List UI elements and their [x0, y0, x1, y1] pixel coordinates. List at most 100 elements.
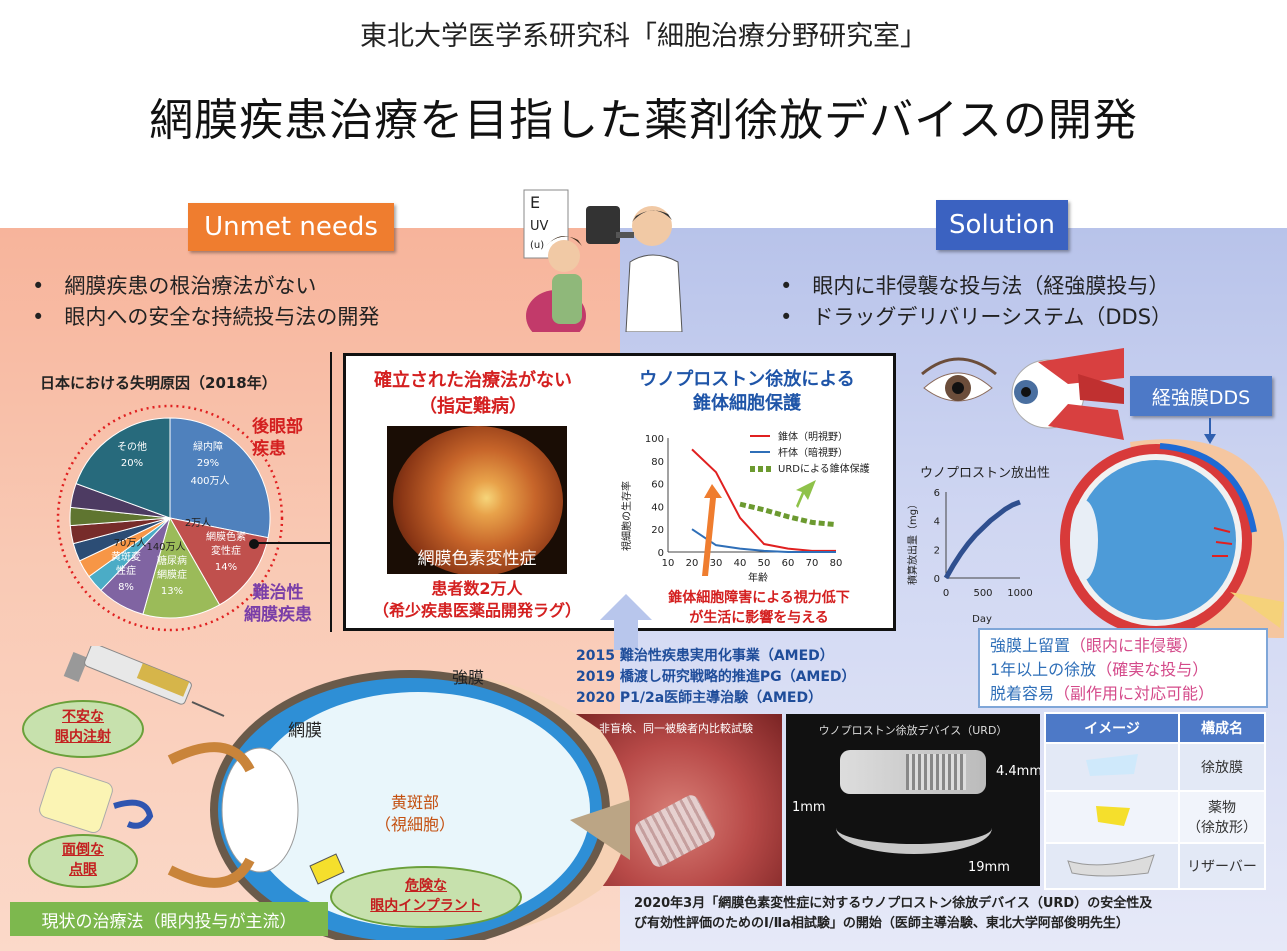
- lab-name: 東北大学医学系研究科「細胞治療分野研究室」: [360, 21, 927, 52]
- cone-x-tick: 80: [830, 558, 843, 569]
- release-x-label: Day: [972, 614, 992, 625]
- milestone-item: 2015 難治性疾患実用化事業（AMED）: [576, 648, 834, 664]
- divider-bracket: [330, 352, 332, 632]
- cone-y-tick: 80: [651, 457, 664, 468]
- pie-slice: [169, 417, 271, 539]
- transscleral-dds-label: 経強膜DDS: [1130, 376, 1272, 416]
- table-cell: 薬物（徐放形）: [1178, 790, 1266, 844]
- svg-text:(u): (u): [530, 240, 544, 251]
- surgery-caption: 非盲検、同一被験者内比較試験: [599, 722, 753, 735]
- pie-slice: [75, 417, 171, 519]
- milestone-item: 2020 P1/2a医師主導治験（AMED）: [576, 690, 823, 706]
- benefit-item: 1年以上の徐放（確実な投与）: [990, 660, 1209, 679]
- cone-x-tick: 10: [662, 558, 675, 569]
- device-thickness: 1mm: [792, 800, 826, 815]
- pie-label-rp-pct: 14%: [215, 562, 237, 573]
- pie-label-glaucoma-count: 400万人: [190, 475, 229, 487]
- legend-rod: 杆体（暗視野）: [778, 446, 848, 459]
- cone-y-tick: 0: [658, 548, 664, 559]
- composition-table: イメージ 構成名 徐放膜 薬物（徐放形） リザーバー: [1044, 712, 1266, 890]
- eye-cross-section-dds: [1060, 439, 1284, 638]
- dds-pointer-arrow: [1204, 418, 1216, 444]
- no-cure-title: 確立された治療法がない （指定難病）: [374, 370, 572, 417]
- cone-y-tick: 60: [651, 480, 664, 491]
- cone-y-tick: 100: [645, 434, 664, 445]
- cone-series-line: [691, 448, 836, 552]
- table-row: 徐放膜: [1044, 742, 1266, 792]
- eye-exam-illustration: E UV (u): [523, 189, 683, 332]
- syringe-illustration: [63, 646, 225, 717]
- release-chart-title: ウノプロストン放出性: [920, 466, 1051, 481]
- reservoir-image: [1067, 854, 1155, 877]
- membrane-image: [1086, 754, 1138, 776]
- release-x-tick: 1000: [1007, 588, 1032, 599]
- release-x-tick: 0: [943, 588, 949, 599]
- pie-label-rp: 網膜色素: [206, 530, 246, 543]
- pie-label-dr: 糖尿病: [157, 554, 187, 567]
- table-row: リザーバー: [1044, 842, 1266, 890]
- bullet-item: • ドラッグデリバリーシステム（DDS）: [780, 305, 1173, 329]
- unmet-needs-bullets: • 網膜疾患の根治療法がない • 眼内への安全な持続投与法の開発: [32, 271, 379, 333]
- cone-y-label: 視細胞の生存率: [620, 481, 633, 551]
- table-header: イメージ: [1044, 712, 1180, 744]
- pie-label-other: その他: [117, 440, 147, 453]
- callout-implant: 危険な 眼内インプラント: [330, 866, 522, 928]
- solution-label: Solution: [936, 200, 1068, 250]
- pie-label-dr-count: 140万人: [146, 541, 185, 553]
- release-y-tick: 4: [934, 517, 940, 528]
- cone-x-tick: 40: [734, 558, 747, 569]
- pie-label-glaucoma: 緑内障: [193, 440, 223, 453]
- device-width: 4.4mm: [996, 764, 1040, 779]
- device-length: 19mm: [968, 860, 1010, 875]
- pie-title: 日本における失明原因（2018年）: [40, 374, 277, 392]
- milestone-arrow: [600, 594, 652, 650]
- eye-muscle-illustration: [921, 348, 1124, 440]
- blindness-cause-pie: 緑内障 29% 400万人 その他 20% 2万人 網膜色素 変性症 14% 1…: [56, 404, 284, 632]
- solution-bullets: • 眼内に非侵襲な投与法（経強膜投与） • ドラッグデリバリーシステム（DDS）: [780, 271, 1172, 333]
- pie-label-amd-count: 70万人: [114, 537, 147, 549]
- pie-label-glaucoma-pct: 29%: [197, 458, 219, 469]
- table-cell: リザーバー: [1178, 842, 1266, 890]
- device-photo: ウノプロストン徐放デバイス（URD） 4.4mm 1mm 19mm: [786, 714, 1040, 886]
- pie-label-dr2: 網膜症: [157, 568, 187, 581]
- sclera-label: 強膜: [452, 668, 485, 687]
- benefits-box: 強膜上留置（眼内に非侵襲） 1年以上の徐放（確実な投与） 脱着容易（副作用に対応…: [978, 628, 1268, 708]
- release-x-tick: 500: [973, 588, 992, 599]
- refractory-disease-label: 難治性 網膜疾患: [244, 583, 312, 625]
- unmet-needs-label: Unmet needs: [188, 203, 394, 251]
- milestones: 2015 難治性疾患実用化事業（AMED） 2019 橋渡し研究戦略的推進PG（…: [576, 646, 856, 709]
- pie-connector-line: [258, 542, 332, 544]
- pie-label-rp2: 変性症: [211, 544, 241, 557]
- trial-note: 2020年3月「網膜色素変性症に対するウノプロストン徐放デバイス（URD）の安全…: [634, 896, 1153, 931]
- callout-injection: 不安な 眼内注射: [22, 700, 144, 758]
- release-y-tick: 6: [934, 488, 940, 499]
- table-row: 薬物（徐放形）: [1044, 790, 1266, 844]
- fundus-image: 網膜色素変性症: [387, 426, 567, 574]
- pie-label-amd: 黄斑変: [111, 550, 141, 563]
- macula-label: 黄斑部 （視細胞）: [374, 793, 455, 834]
- pie-label-rp-count: 2万人: [185, 517, 211, 529]
- device-caption: ウノプロストン徐放デバイス（URD）: [818, 724, 1008, 737]
- pie-slice: [142, 516, 221, 619]
- fundus-caption: 網膜色素変性症: [417, 549, 537, 569]
- graph-title: ウノプロストン徐放による 錐体細胞保護: [639, 369, 855, 414]
- benefit-item: 脱着容易（副作用に対応可能）: [990, 684, 1215, 703]
- graph-effect: 錐体細胞障害による視力低下 が生活に影響を与える: [668, 590, 850, 626]
- cone-y-tick: 20: [651, 525, 664, 536]
- release-y-label: 積算放出量（mg）: [906, 499, 919, 585]
- milestone-item: 2019 橋渡し研究戦略的推進PG（AMED）: [576, 669, 856, 685]
- cone-x-label: 年齢: [748, 571, 768, 584]
- table-header: 構成名: [1178, 712, 1266, 744]
- current-therapy-label: 現状の治療法（眼内投与が主流）: [10, 902, 328, 936]
- legend-cone: 錐体（明視野）: [778, 430, 848, 443]
- benefit-item: 強膜上留置（眼内に非侵襲）: [990, 636, 1199, 655]
- cone-x-tick: 60: [782, 558, 795, 569]
- cone-series-line: [691, 528, 836, 553]
- cone-x-tick: 50: [758, 558, 771, 569]
- bullet-item: • 眼内への安全な持続投与法の開発: [32, 305, 380, 329]
- pie-slice: [169, 517, 269, 606]
- cone-x-tick: 70: [806, 558, 819, 569]
- cone-series-line: [739, 501, 837, 528]
- pie-label-amd2: 性症: [116, 564, 136, 577]
